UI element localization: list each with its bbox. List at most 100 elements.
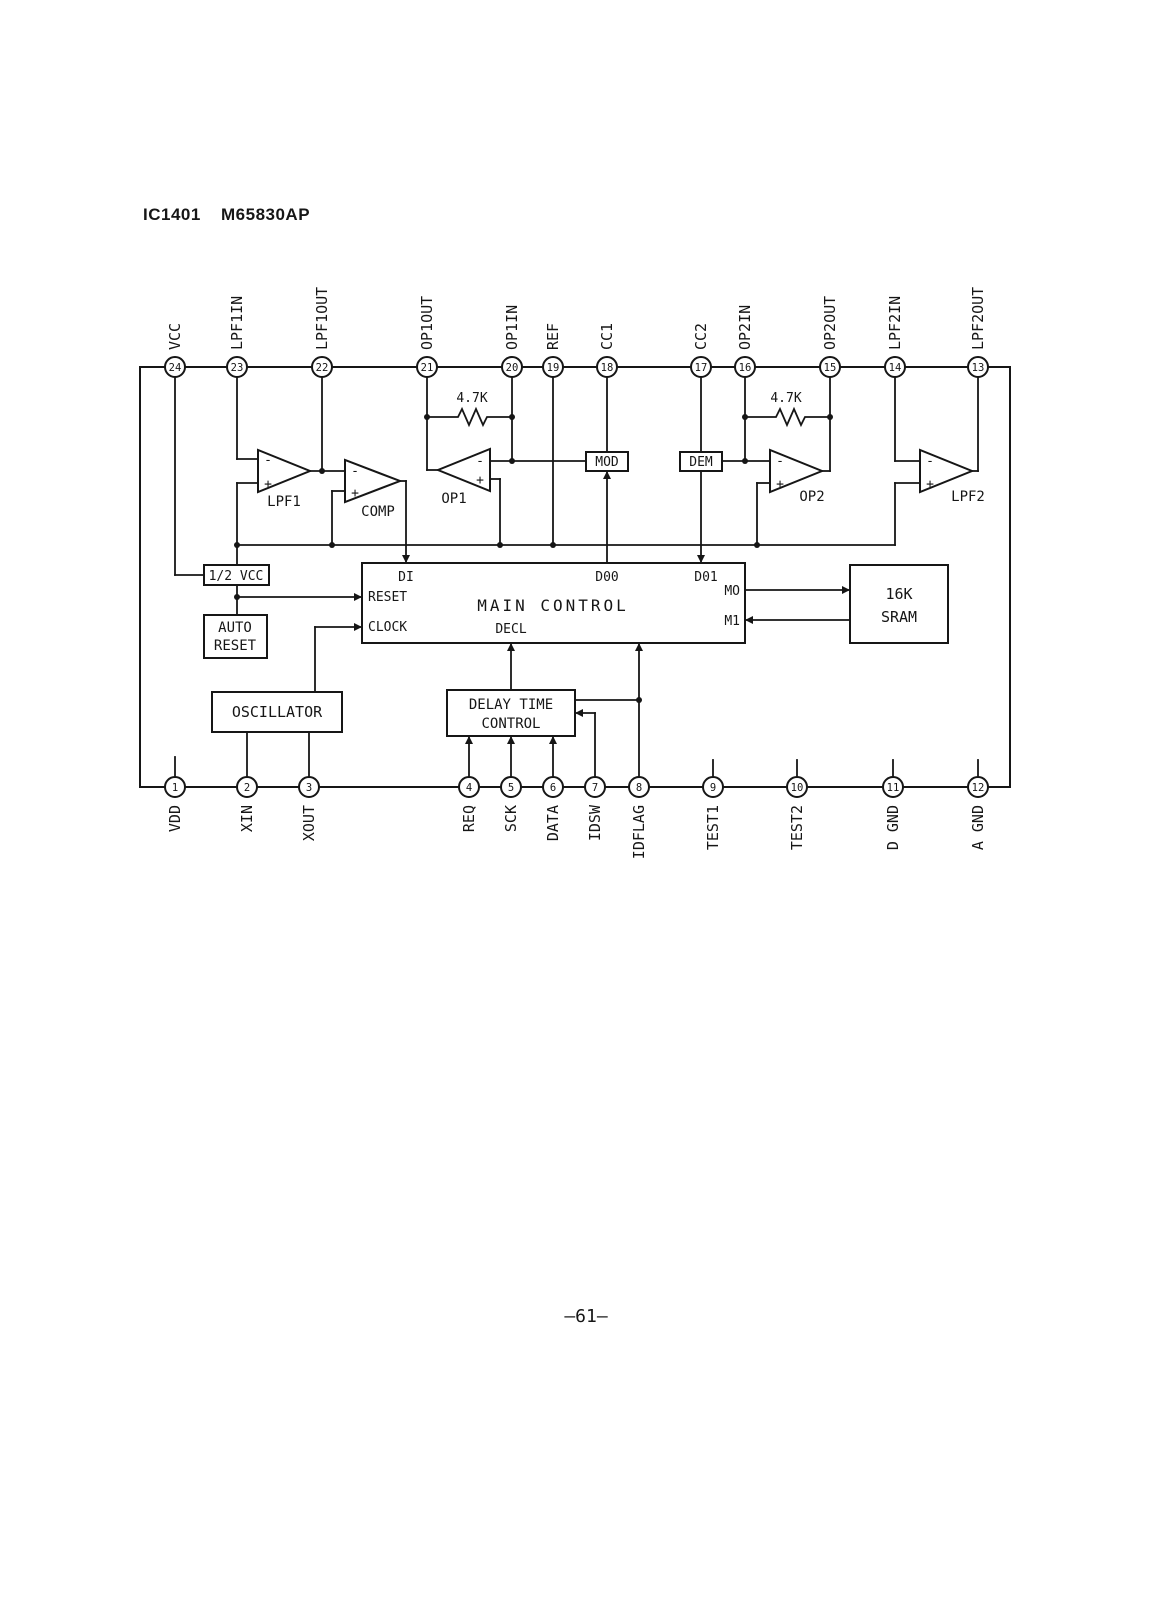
delay-time-label-line2: CONTROL	[481, 716, 540, 732]
pin-label: OP2OUT	[821, 296, 839, 350]
pins-bottom: 1 VDD 2 XIN 3 XOUT 4 REQ 5 SCK 6 DATA	[164, 776, 989, 859]
pin-number: 20	[506, 362, 519, 374]
oscillator-label: OSCILLATOR	[232, 703, 323, 721]
pin-number: 23	[231, 362, 244, 374]
pin-top-14: 14 LPF2IN	[884, 296, 906, 378]
pin-number: 10	[791, 782, 804, 794]
block-delay-time-control: DELAY TIME CONTROL	[446, 689, 576, 737]
pin-circle	[884, 356, 906, 378]
page-number: —61—	[564, 1306, 608, 1327]
comp-label: COMP	[361, 504, 395, 520]
pin-circle	[596, 356, 618, 378]
pin-circle	[500, 776, 522, 798]
delay-time-label-line1: DELAY TIME	[469, 697, 553, 713]
arrow-decl-up	[507, 643, 515, 651]
pin-number: 7	[592, 782, 598, 794]
arrow-idflag-up	[635, 643, 643, 651]
opamp-op1: - + OP1	[435, 447, 491, 507]
arrow-reset-right	[354, 593, 362, 601]
sram-box	[849, 564, 949, 644]
pin-number: 21	[421, 362, 434, 374]
arrow-clock-right	[354, 623, 362, 631]
pin-circle	[164, 356, 186, 378]
resistor-2	[745, 406, 830, 428]
pin-top-16: 16 OP2IN	[734, 305, 756, 378]
lpf2-plus-sign: +	[926, 477, 934, 492]
main-control-box	[361, 562, 746, 644]
pin-label: LPF2IN	[886, 296, 904, 350]
pin-label: XIN	[238, 805, 256, 832]
pin-circle	[882, 776, 904, 798]
pin-label: LPF2OUT	[969, 287, 987, 350]
main-control-decl: DECL	[495, 622, 526, 637]
pin-number: 22	[316, 362, 329, 374]
comp-plus-sign: +	[351, 486, 359, 501]
pin-top-13: 13 LPF2OUT	[967, 287, 989, 378]
pin-number: 1	[172, 782, 178, 794]
pin-label: OP1OUT	[418, 296, 436, 350]
arrowheads	[354, 471, 850, 744]
pin-top-20: 20 OP1IN	[501, 305, 523, 378]
opamp-comp: - + COMP	[344, 458, 403, 520]
main-control-d00: D00	[595, 570, 618, 585]
pin-label: D GND	[884, 805, 902, 850]
ic-part-number: M65830AP	[221, 205, 310, 224]
pin-circle	[734, 356, 756, 378]
junction-dot	[636, 697, 642, 703]
pin-number: 4	[466, 782, 472, 794]
lpf1-plus-sign: +	[264, 477, 272, 492]
pin-number: 6	[550, 782, 556, 794]
resistor-1	[427, 406, 512, 428]
pin-bottom-12: 12 A GND	[967, 776, 989, 850]
pin-number: 2	[244, 782, 250, 794]
pin-circle	[542, 356, 564, 378]
pin-bottom-4: 4 REQ	[458, 776, 480, 832]
junction-dot	[234, 542, 240, 548]
pin-number: 5	[508, 782, 514, 794]
pin-label: A GND	[969, 805, 987, 850]
pin-number: 18	[601, 362, 614, 374]
arrow-sck-up	[507, 736, 515, 744]
opamp-lpf2: - + LPF2	[919, 448, 985, 505]
pin-bottom-6: 6 DATA	[542, 776, 564, 841]
pin-label: XOUT	[300, 805, 318, 841]
pin-circle	[458, 776, 480, 798]
arrow-m0-right	[842, 586, 850, 594]
pin-circle	[584, 776, 606, 798]
junction-dot	[329, 542, 335, 548]
op1-minus-sign: -	[476, 454, 484, 469]
lpf2-triangle	[919, 448, 975, 494]
pin-bottom-11: 11 D GND	[882, 776, 904, 850]
pin-label: VCC	[166, 323, 184, 350]
pin-number: 14	[889, 362, 902, 374]
pin-circle	[690, 356, 712, 378]
op2-triangle	[769, 448, 825, 494]
sram-label-line1: 16K	[885, 585, 912, 603]
pin-label: CC1	[598, 323, 616, 350]
resistor-2-value: 4.7K	[770, 391, 801, 406]
pin-label: LPF1IN	[228, 296, 246, 350]
pin-bottom-2: 2 XIN	[236, 776, 258, 832]
main-control-clock: CLOCK	[368, 620, 407, 635]
resistor-1-value: 4.7K	[456, 391, 487, 406]
lpf1-label: LPF1	[267, 494, 301, 510]
pin-top-19: 19 REF	[542, 323, 564, 378]
junction-dot	[509, 458, 515, 464]
auto-reset-label-line2: RESET	[214, 638, 257, 654]
pin-label: IDFLAG	[630, 805, 648, 859]
block-dem: DEM	[679, 451, 723, 472]
arrow-idsw-left	[575, 709, 583, 717]
comp-triangle	[344, 458, 403, 504]
block-sram: 16K SRAM	[849, 564, 949, 644]
pin-circle	[501, 356, 523, 378]
lpf1-minus-sign: -	[264, 453, 272, 468]
junction-dot	[234, 594, 240, 600]
pin-circle	[542, 776, 564, 798]
arrow-req-up	[465, 736, 473, 744]
pin-bottom-8: 8 IDFLAG	[628, 776, 650, 859]
pin-label: TEST1	[704, 805, 722, 850]
pin-circle	[164, 776, 186, 798]
pin-bottom-3: 3 XOUT	[298, 776, 320, 841]
